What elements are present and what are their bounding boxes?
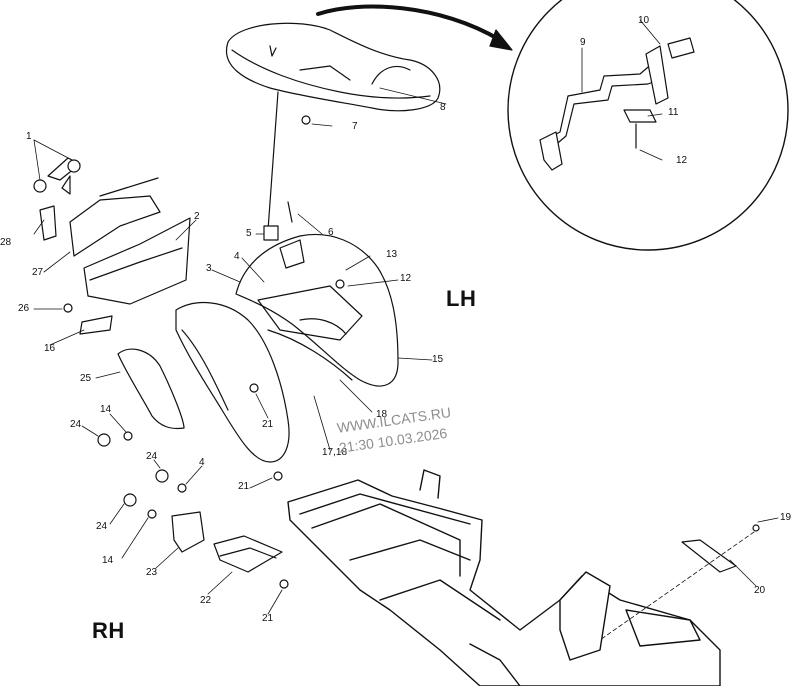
nut-part-1a [33,179,47,193]
bolt-part-21a [249,383,259,393]
washer-part-14a [123,431,133,441]
callout-21c: 21 [262,613,274,624]
callout-14: 14 [100,404,112,415]
callout-5: 5 [246,228,252,239]
callout-24c: 24 [96,521,108,532]
callout-23: 23 [146,567,158,578]
box-strap-part [99,177,159,197]
callout-15: 15 [432,354,444,365]
nut-part-24b [155,469,169,483]
callout-10: 10 [638,15,650,26]
seat-part [225,22,441,112]
nut-part-26 [63,303,73,313]
callout-6: 6 [328,227,334,238]
leader-line-seat-latch [267,91,279,231]
callout-24a: 24 [70,419,82,430]
washer-part-14b [177,483,187,493]
callout-20: 20 [754,585,766,596]
fender-bracket-part [171,511,205,553]
callout-22: 22 [200,595,212,606]
seat-latch-bracket-part [539,37,695,171]
fender-edge-line [181,329,229,411]
detail-circle [507,0,789,251]
callout-27: 27 [32,267,44,278]
leader-lines [33,19,779,641]
mud-flap-part [117,348,185,430]
nut-part-24a [97,433,111,447]
bolt-part-13 [335,279,345,289]
rear-fender-rh-part [175,301,290,463]
callout-19: 19 [780,512,792,523]
callout-21a: 21 [262,419,274,430]
callout-3: 3 [206,263,212,274]
callout-12b: 12 [400,273,412,284]
grommet-part-7 [301,115,311,125]
callout-4: 4 [234,251,240,262]
nut-part-1b [67,159,81,173]
footrest-part [213,535,283,573]
screw-part-19 [752,524,760,532]
fastener-set [33,159,760,589]
frame-part [287,469,721,686]
bolt-part-21b [273,471,283,481]
detail-arrowhead [489,29,513,51]
latch-stud-part [263,225,279,241]
callout-18: 18 [376,409,388,420]
bolt-part-21c [279,579,289,589]
callout-2: 2 [194,211,200,222]
callout-4b: 4 [199,457,205,468]
rear-fender-part [235,233,399,387]
callout-24b: 24 [146,451,158,462]
callout-9: 9 [580,37,586,48]
callout-21b: 21 [238,481,250,492]
callout-11: 11 [668,107,679,118]
callout-13: 13 [386,249,398,260]
right-hand-label: RH [92,618,125,643]
detail-arrow [316,4,502,42]
washer-part-14c [147,509,157,519]
latch-pin-part [287,201,293,223]
callout-12: 12 [676,155,688,166]
left-hand-label: LH [446,286,477,311]
callout-28: 28 [0,237,12,248]
callout-26: 26 [18,303,30,314]
callout-1: 1 [26,131,32,142]
callout-17-18: 17,18 [322,447,348,458]
callout-8: 8 [440,102,446,113]
callout-7: 7 [352,121,358,132]
callout-25: 25 [80,373,92,384]
callout-14b: 14 [102,555,114,566]
callout-16: 16 [44,343,56,354]
plate-bracket-part [681,539,737,573]
storage-box-part [39,175,191,335]
nut-part-24c [123,493,137,507]
